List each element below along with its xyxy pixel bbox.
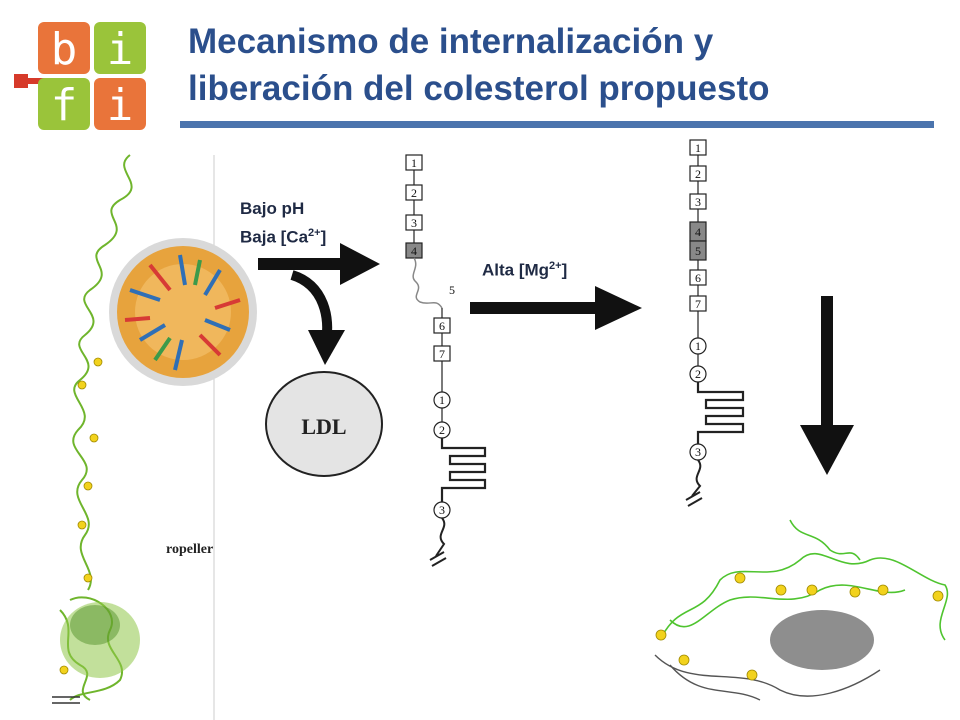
condition-low-ph: Bajo pH	[240, 199, 305, 218]
chain-a-transmembrane	[440, 438, 487, 502]
logo-tile-f	[38, 78, 90, 130]
condition-high-magnesium: Alta [Mg2+]	[482, 260, 568, 280]
chain-a-loose-linker	[412, 257, 443, 309]
logo-letter: f	[51, 80, 78, 131]
chain-a-box-label: 4	[411, 244, 417, 258]
chain-b-circle-label: 3	[695, 445, 701, 459]
chain-b-box-label: 4	[695, 225, 701, 239]
chain-b-transmembrane	[696, 382, 745, 444]
receptor-chain-a: 1 2 3 4 5 6 7 1 2 3	[405, 154, 487, 567]
receptor-structure-closed	[654, 519, 949, 701]
slide-title: Mecanismo de internalización y liberació…	[188, 18, 928, 112]
title-line-1: Mecanismo de internalización y	[188, 22, 714, 61]
chain-a-box-label: 2	[411, 186, 417, 200]
chain-b-box-label: 5	[695, 244, 701, 258]
receptor-chain-b: 1 2 3 4 5 6 7 1 2 3	[685, 139, 745, 507]
chain-b-circle-label: 2	[695, 367, 701, 381]
chain-a-loose-label: 5	[449, 283, 455, 297]
propeller-fragment-label: ropeller	[166, 542, 214, 557]
logo-tile-b	[38, 22, 90, 74]
arrow-down	[800, 296, 854, 475]
chain-a-box-label: 3	[411, 216, 417, 230]
arrow-curved-down	[290, 270, 345, 365]
scale-mark	[52, 696, 80, 704]
ldl-circle: LDL	[265, 371, 383, 477]
arrow-right-1	[258, 243, 380, 285]
chain-b-circle-label: 1	[695, 339, 701, 353]
calcium-sites-left	[59, 357, 103, 675]
logo-tile-i2	[94, 78, 146, 130]
chain-b-box-label: 2	[695, 167, 701, 181]
chain-a-box-label: 6	[439, 319, 445, 333]
chain-b-box-label: 3	[695, 195, 701, 209]
logo-letter: b	[51, 24, 78, 75]
chain-a-box-label: 7	[439, 347, 445, 361]
chain-a-circle-label: 2	[439, 423, 445, 437]
logo-letter: i	[107, 80, 134, 131]
chain-b-box-label: 7	[695, 297, 701, 311]
chain-a-box-label: 1	[411, 156, 417, 170]
condition-low-calcium: Baja [Ca2+]	[240, 227, 327, 247]
logo-tile-i1	[94, 22, 146, 74]
ldl-particle	[109, 238, 257, 386]
logo-letter: i	[107, 24, 134, 75]
receptor-core-left	[60, 602, 140, 678]
chain-a-circle-label: 3	[439, 503, 445, 517]
arrow-right-2	[470, 286, 642, 330]
ldl-label: LDL	[301, 414, 346, 439]
bifi-logo: b i f i	[14, 22, 146, 131]
logo-red-square	[14, 74, 28, 88]
chain-a-circle-label: 1	[439, 393, 445, 407]
title-underline	[180, 121, 934, 128]
title-line-2: liberación del colesterol propuesto	[188, 69, 770, 108]
chain-b-box-label: 1	[695, 141, 701, 155]
chain-b-box-label: 6	[695, 271, 701, 285]
